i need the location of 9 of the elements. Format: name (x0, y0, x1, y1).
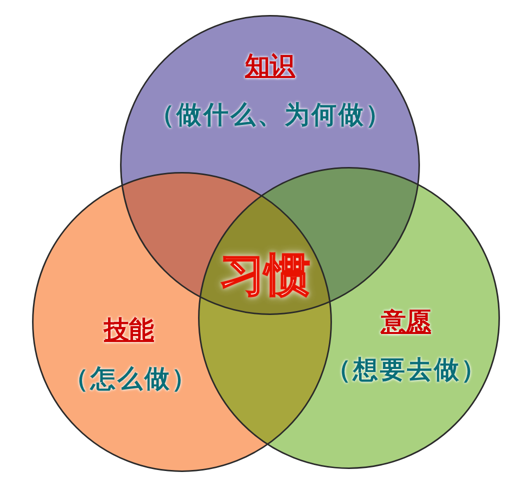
circle-heading: 知识 (245, 52, 295, 80)
circle-subtitle: （怎么做） (64, 364, 198, 394)
circle-subtitle: （做什么、为何做） (150, 100, 392, 130)
venn-circle (198, 167, 500, 469)
center-label: 习惯 (220, 249, 310, 301)
venn-circle (32, 172, 332, 472)
circle-heading: 技能 (104, 316, 154, 344)
circle-subtitle: （想要去做） (326, 356, 488, 384)
circle-heading: 意愿 (381, 308, 431, 336)
